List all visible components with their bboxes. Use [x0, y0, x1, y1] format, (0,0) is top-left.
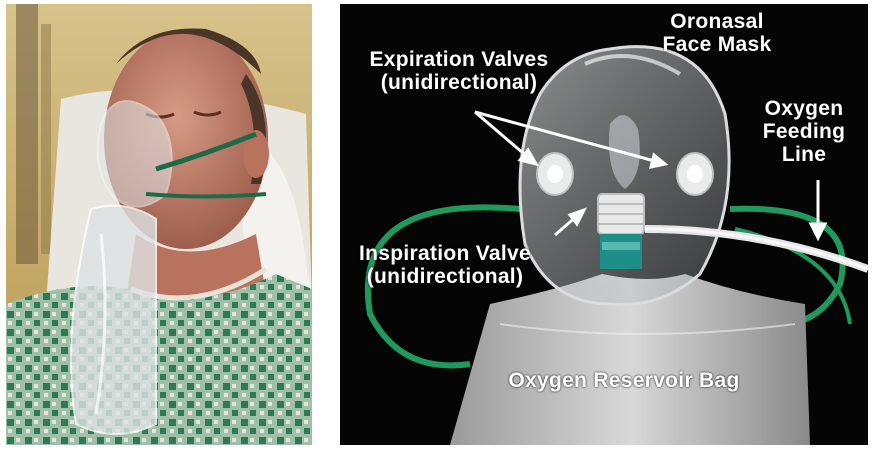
reservoir-bag-label: Oxygen Reservoir Bag [474, 369, 774, 392]
oxygen-label-line2: Feeding [752, 120, 856, 143]
patient-photo [6, 4, 312, 445]
face-mask-label-line1: Oronasal [642, 10, 792, 33]
inspiration-label-line2: (unidirectional) [340, 265, 550, 288]
oxygen-label-line3: Line [752, 143, 856, 166]
face-mask-label: Oronasal Face Mask [642, 10, 792, 56]
inspiration-label-line1: Inspiration Valve [340, 242, 550, 265]
patient-illustration [6, 4, 312, 445]
inspiration-valve-label: Inspiration Valve (unidirectional) [340, 242, 550, 288]
mask-diagram: Oronasal Face Mask Expiration Valves (un… [340, 4, 868, 445]
expiration-valves-label: Expiration Valves (unidirectional) [340, 48, 578, 94]
oxygen-label-line1: Oxygen [752, 97, 856, 120]
expiration-label-line2: (unidirectional) [340, 71, 578, 94]
expiration-label-line1: Expiration Valves [340, 48, 578, 71]
face-mask-label-line2: Face Mask [642, 33, 792, 56]
reservoir-label-text: Oxygen Reservoir Bag [474, 369, 774, 392]
oxygen-feeding-line-label: Oxygen Feeding Line [752, 97, 856, 166]
